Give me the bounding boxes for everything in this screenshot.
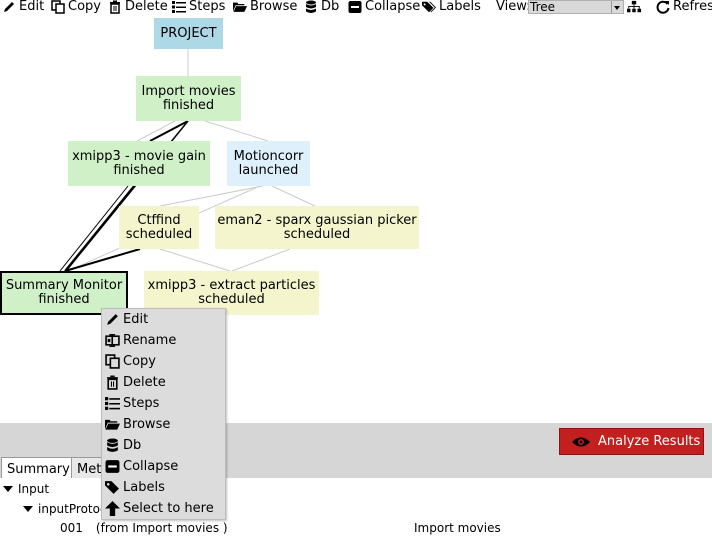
- tree-row-item[interactable]: 001 (from Import movies ): [60, 521, 228, 535]
- menu-item-collapse[interactable]: Collapse: [105, 456, 178, 476]
- node-extract-particles[interactable]: xmipp3 - extract particles scheduled: [144, 271, 319, 315]
- minus-square-icon: [105, 459, 120, 473]
- view-select[interactable]: Tree: [528, 0, 624, 14]
- copy-button[interactable]: Copy: [51, 0, 101, 15]
- menu-item-db[interactable]: Db: [105, 435, 141, 455]
- database-icon: [107, 438, 118, 452]
- pencil-icon: [4, 1, 14, 12]
- menu-item-edit[interactable]: Edit: [105, 309, 148, 329]
- chevron-down-icon[interactable]: [611, 1, 623, 13]
- copy-icon: [51, 0, 65, 14]
- menu-item-delete[interactable]: Delete: [105, 372, 166, 392]
- expand-triangle-icon[interactable]: [23, 506, 33, 512]
- sitemap-icon: [627, 0, 641, 12]
- trash-icon: [110, 0, 120, 14]
- tag-icon: [105, 480, 119, 494]
- folder-open-icon: [105, 419, 120, 430]
- node-gaussian-picker[interactable]: eman2 - sparx gaussian picker scheduled: [215, 206, 419, 249]
- folder-open-icon: [233, 2, 247, 12]
- node-import-movies[interactable]: Import movies finished: [136, 76, 241, 121]
- refresh-icon: [656, 0, 670, 14]
- list-icon: [172, 0, 186, 13]
- edit-button[interactable]: Edit: [2, 0, 44, 15]
- view-label: View:: [496, 0, 531, 14]
- node-project[interactable]: PROJECT: [154, 18, 223, 49]
- collapse-button[interactable]: Collapse: [348, 0, 420, 15]
- tree-row-input[interactable]: Input: [3, 482, 49, 496]
- node-ctffind[interactable]: Ctffind scheduled: [119, 206, 199, 249]
- node-movie-gain[interactable]: xmipp3 - movie gain finished: [68, 141, 210, 186]
- db-button[interactable]: Db: [304, 0, 339, 15]
- tree-row-input-protocol[interactable]: inputProtocol: [23, 502, 117, 516]
- pencil-icon: [107, 313, 118, 325]
- delete-button[interactable]: Delete: [108, 0, 168, 15]
- database-icon: [306, 0, 316, 13]
- menu-item-steps[interactable]: Steps: [105, 393, 159, 413]
- minus-square-icon: [348, 0, 362, 13]
- arrow-up-icon: [105, 500, 120, 516]
- browse-button[interactable]: Browse: [233, 0, 297, 15]
- tags-icon: [422, 1, 436, 12]
- expand-triangle-icon[interactable]: [3, 486, 13, 492]
- menu-item-labels[interactable]: Labels: [105, 477, 165, 497]
- eye-icon: [572, 437, 590, 446]
- rename-icon: [105, 333, 120, 347]
- menu-item-rename[interactable]: Rename: [105, 330, 176, 350]
- node-summary-monitor[interactable]: Summary Monitor finished: [0, 271, 128, 315]
- node-motioncorr[interactable]: Motioncorr launched: [227, 141, 310, 186]
- menu-item-copy[interactable]: Copy: [105, 351, 156, 371]
- copy-icon: [105, 353, 120, 369]
- trash-icon: [107, 375, 118, 390]
- menu-item-browse[interactable]: Browse: [105, 414, 170, 434]
- menu-item-select-to-here[interactable]: Select to here: [105, 498, 214, 518]
- list-icon: [105, 396, 120, 410]
- tree-row-value: Import movies: [414, 521, 501, 535]
- context-menu: Edit Rename Copy Delete Steps Browse Db …: [101, 308, 226, 520]
- labels-button[interactable]: Labels: [422, 0, 481, 15]
- tab-summary[interactable]: Summary: [1, 457, 76, 478]
- graph-edges: [59, 49, 316, 272]
- tree-layout-button[interactable]: [627, 0, 641, 15]
- steps-button[interactable]: Steps: [172, 0, 225, 15]
- analyze-results-button[interactable]: Analyze Results: [559, 428, 704, 455]
- workflow-graph: PROJECT Import movies finished xmipp3 - …: [0, 15, 712, 423]
- toolbar: Edit Copy Delete Steps Browse Db Collaps…: [0, 0, 712, 15]
- refresh-button[interactable]: Refresh: [656, 0, 712, 15]
